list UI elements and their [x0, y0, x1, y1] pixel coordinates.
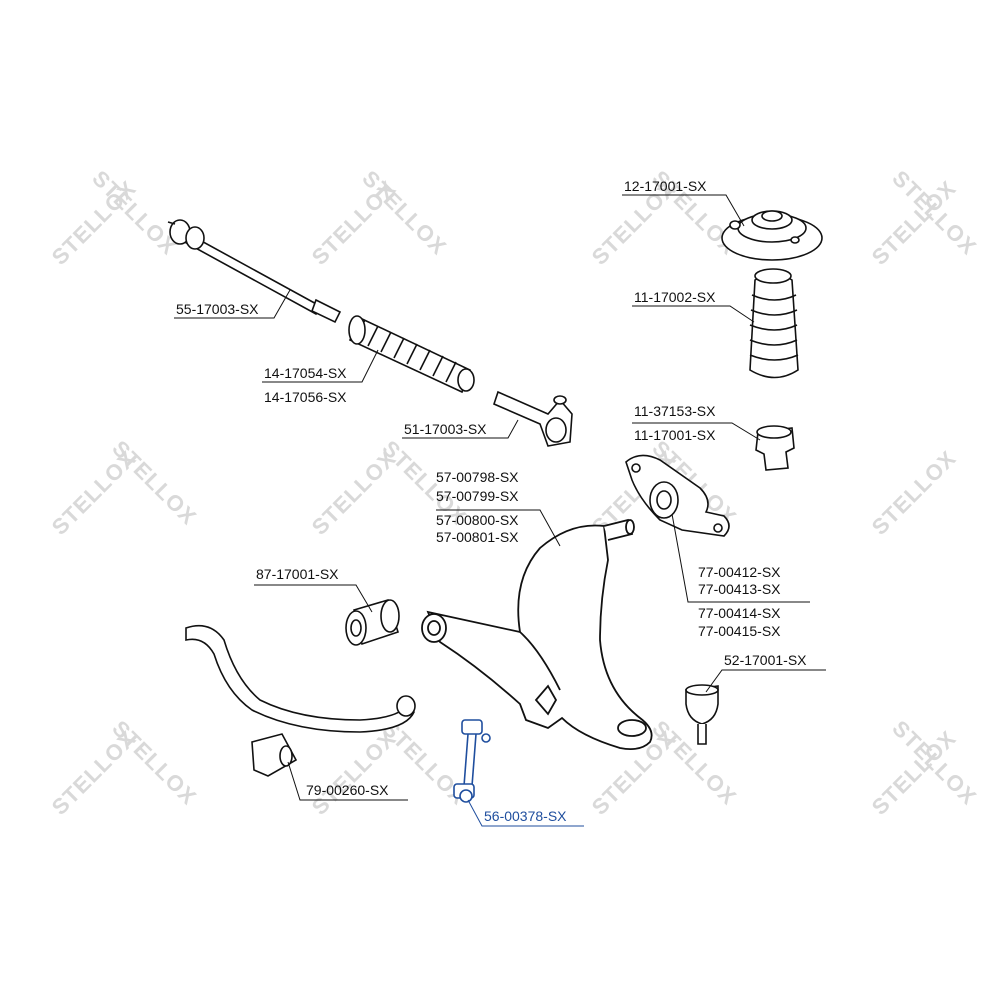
part-label[interactable]: 57-00800-SX [436, 512, 519, 528]
part-label[interactable]: 79-00260-SX [306, 782, 389, 798]
highlight-leader [467, 799, 584, 827]
stabilizer-bushing [251, 733, 298, 777]
part-label[interactable]: 52-17001-SX [724, 652, 807, 668]
part-label-highlighted[interactable]: 56-00378-SX [484, 808, 567, 824]
leader-lines [174, 194, 826, 801]
tie-rod [167, 219, 342, 324]
part-label[interactable]: 12-17001-SX [624, 178, 707, 194]
part-label[interactable]: 11-17002-SX [634, 289, 716, 305]
part-label[interactable]: 77-00412-SX [698, 564, 781, 580]
part-label[interactable]: 11-37153-SX [634, 403, 716, 419]
part-label[interactable]: 77-00413-SX [698, 581, 781, 597]
part-label[interactable]: 77-00414-SX [698, 605, 781, 621]
stabilizer-bar [185, 624, 416, 733]
part-label[interactable]: 57-00798-SX [436, 469, 519, 485]
strut-mount [721, 210, 823, 261]
part-label[interactable]: 57-00801-SX [436, 529, 519, 545]
part-label[interactable]: 77-00415-SX [698, 623, 781, 639]
part-label[interactable]: 87-17001-SX [256, 566, 339, 582]
arm-bushing [345, 599, 400, 646]
lower-control-arm [421, 518, 653, 751]
part-label[interactable]: 55-17003-SX [176, 301, 259, 317]
part-label[interactable]: 11-17001-SX [634, 427, 716, 443]
part-label[interactable]: 51-17003-SX [404, 421, 487, 437]
bump-stop [755, 425, 795, 471]
steering-boot [348, 315, 475, 394]
part-label[interactable]: 14-17056-SX [264, 389, 347, 405]
part-label[interactable]: 57-00799-SX [436, 488, 519, 504]
part-label[interactable]: 14-17054-SX [264, 365, 347, 381]
tie-rod-end [493, 390, 573, 447]
ball-joint [685, 684, 719, 745]
stabilizer-link [453, 719, 491, 803]
bump-boot [749, 268, 799, 379]
control-arm-bushing-bracket [625, 454, 730, 537]
